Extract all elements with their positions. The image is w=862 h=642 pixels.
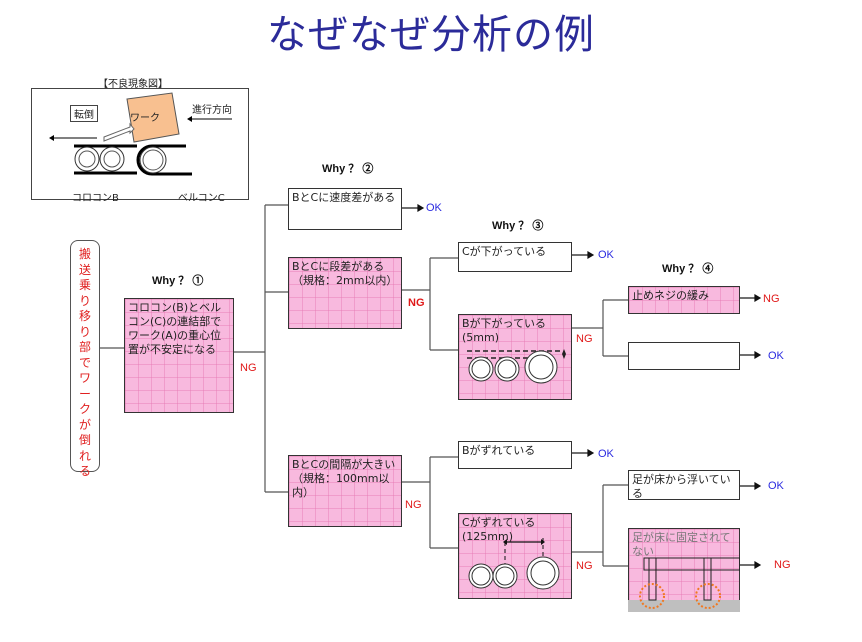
roller-b-label: コロコンB bbox=[72, 193, 119, 204]
why4-text: 止めネジの緩み bbox=[632, 289, 709, 302]
why3-box-c-low: Cが下がっている bbox=[458, 242, 572, 272]
arrow-head bbox=[587, 250, 595, 260]
why4-box-floating: 足が床から浮いている bbox=[628, 470, 740, 500]
problem-char: が bbox=[78, 417, 91, 432]
height-arrow-icon bbox=[562, 349, 566, 359]
why3-text: Cがずれている bbox=[462, 516, 536, 529]
why-header-3: Why ？ ③ bbox=[492, 220, 544, 232]
problem-char: ー bbox=[78, 386, 91, 401]
why3-subtext: (5mm) bbox=[462, 331, 500, 344]
highlight-circle bbox=[639, 583, 665, 609]
defect-figure: 転倒 ワーク 進行方向 コロコンB ベルコンC bbox=[31, 88, 249, 204]
why1-box: コロコン(B)とベルコン(C)の連結部でワーク(A)の重心位置が不安定になる bbox=[124, 298, 234, 413]
why3-box-c-shift: Cがずれている (125mm) bbox=[458, 513, 572, 599]
why2-box-speed: BとCに速度差がある bbox=[288, 188, 402, 230]
why3-text: Cが下がっている bbox=[462, 245, 547, 258]
problem-char: り bbox=[78, 324, 91, 339]
figure-caption: 【不良現象図】 bbox=[98, 79, 168, 90]
why2-box-step: BとCに段差がある（規格：2mm以内） bbox=[288, 257, 402, 329]
problem-char: れ bbox=[78, 448, 91, 463]
why2-text: BとCの間隔が大きい（規格：100mm以内） bbox=[292, 458, 396, 499]
why4-box-empty bbox=[628, 342, 740, 370]
belt-c-label: ベルコンC bbox=[178, 193, 225, 204]
why4-text: 足が床に固定されてない bbox=[632, 531, 731, 558]
why2-verdict-step: NG bbox=[408, 297, 425, 309]
problem-char: ワ bbox=[78, 371, 91, 385]
shift-diagram bbox=[468, 538, 560, 590]
belt bbox=[136, 144, 192, 176]
why2-box-gap: BとCの間隔が大きい（規格：100mm以内） bbox=[288, 455, 402, 527]
problem-char: る bbox=[78, 464, 91, 478]
why-header-1: Why ？ ① bbox=[152, 275, 204, 287]
problem-char: 送 bbox=[78, 262, 91, 277]
arrow-head bbox=[754, 560, 762, 570]
why3-verdict-b-low: NG bbox=[576, 333, 593, 345]
why-header-2: Why ？ ② bbox=[322, 163, 374, 175]
why2-text: BとCに速度差がある bbox=[292, 191, 396, 204]
problem-char: 搬 bbox=[78, 247, 91, 261]
why2-verdict-gap: NG bbox=[405, 499, 422, 511]
why3-box-b-low: Bが下がっている (5mm) bbox=[458, 314, 572, 400]
problem-char: 移 bbox=[78, 309, 91, 323]
arrow-head bbox=[417, 203, 425, 213]
why4-text: 足が床から浮いている bbox=[632, 473, 731, 500]
why-header-4: Why ？ ④ bbox=[662, 263, 714, 275]
problem-char: 部 bbox=[78, 340, 91, 354]
why4-verdict-floating: OK bbox=[768, 480, 784, 492]
problem-char: 倒 bbox=[78, 433, 91, 447]
problem-statement: 搬送乗り移り部でワークが倒れる bbox=[70, 240, 100, 478]
arrow-head bbox=[587, 448, 595, 458]
why1-text: コロコン(B)とベルコン(C)の連結部でワーク(A)の重心位置が不安定になる bbox=[128, 301, 222, 356]
direction-label: 進行方向 bbox=[192, 105, 232, 116]
problem-char: ク bbox=[78, 402, 91, 416]
problem-char: で bbox=[78, 355, 91, 370]
why3-text: Bが下がっている bbox=[462, 317, 546, 330]
arrow-left-icon bbox=[49, 135, 54, 141]
arrow-head bbox=[754, 481, 762, 491]
highlight-circle bbox=[695, 583, 721, 609]
why1-verdict: NG bbox=[240, 362, 257, 374]
pulley bbox=[139, 146, 167, 174]
fall-arrow-icon bbox=[103, 122, 135, 142]
why4-verdict-not-fixed: NG bbox=[774, 559, 791, 571]
why3-text: Bがずれている bbox=[462, 444, 536, 457]
fall-label: 転倒 bbox=[70, 105, 98, 122]
work-label: ワーク bbox=[130, 113, 160, 124]
why4-box-not-fixed: 足が床に固定されてない bbox=[628, 528, 740, 612]
why3-verdict-b-shift: OK bbox=[598, 448, 614, 460]
why2-verdict-speed: OK bbox=[426, 202, 442, 214]
why4-verdict-empty: OK bbox=[768, 350, 784, 362]
why2-text: BとCに段差がある（規格：2mm以内） bbox=[292, 260, 398, 287]
why3-verdict-c-low: OK bbox=[598, 249, 614, 261]
arrow-head bbox=[754, 350, 762, 360]
why3-subtext: (125mm) bbox=[462, 530, 514, 543]
offset-diagram bbox=[467, 349, 566, 384]
why4-verdict-screw: NG bbox=[763, 293, 780, 305]
leg-diagram bbox=[628, 557, 740, 612]
why3-verdict-c-shift: NG bbox=[576, 560, 593, 572]
problem-char: 乗 bbox=[78, 278, 91, 292]
why3-box-b-shift: Bがずれている bbox=[458, 441, 572, 469]
conveyor-drawing bbox=[49, 92, 232, 176]
problem-char: り bbox=[78, 293, 91, 308]
direction-arrow-icon bbox=[187, 116, 192, 122]
why4-box-screw: 止めネジの緩み bbox=[628, 286, 740, 314]
arrow-head bbox=[754, 293, 762, 303]
page-title: なぜなぜ分析の例 bbox=[267, 12, 595, 58]
